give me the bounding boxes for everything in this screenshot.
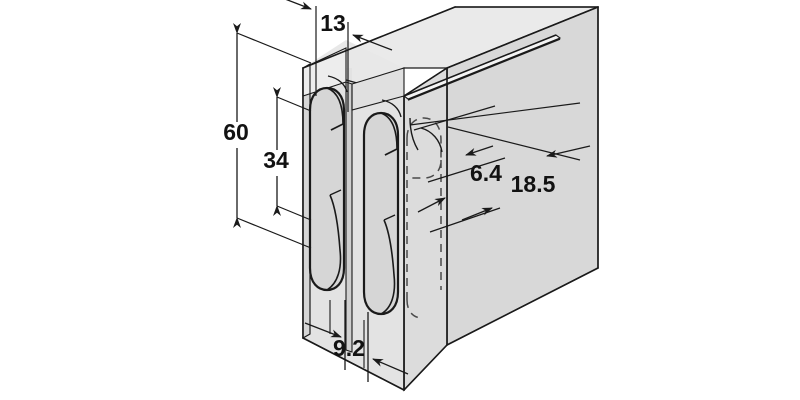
dim34-ext-bottom [276, 205, 312, 221]
dim64-arrow-upper [465, 145, 494, 156]
edge-right-bottom-recede [446, 267, 599, 346]
dimension-60: 60 [223, 23, 312, 249]
dim64-arrow-lower [417, 197, 446, 213]
slot-left-outline [308, 86, 346, 292]
dim60-ext-bottom [236, 217, 312, 249]
dim92-arrow-right [372, 358, 409, 375]
top-recess-lines [403, 34, 561, 101]
slot-right-inner-curve-top [380, 112, 398, 156]
slot-left-inner-curve-bottom [326, 194, 342, 291]
recess-line-lower [407, 38, 561, 101]
dim60-label: 60 [223, 119, 249, 145]
slot-hidden-dashed [406, 117, 442, 319]
dim185-leader-upper [447, 126, 581, 161]
slot-left-inner-curve-top [326, 87, 344, 131]
dimension-92: 9.2 [304, 300, 409, 382]
construction-lines [309, 64, 405, 390]
dim185-label: 18.5 [511, 171, 556, 197]
dim92-label: 9.2 [333, 335, 365, 361]
dimension-64: 6.4 [413, 105, 506, 213]
edge-block-front-top [446, 6, 599, 69]
dim13-arrow-right [352, 34, 393, 51]
dim34-label: 34 [263, 147, 289, 173]
slot-right-outline [362, 111, 400, 316]
edge-panel-front-bottom [403, 344, 448, 391]
dim64-ext-upper [413, 105, 496, 131]
slot-right-inner-line-top [384, 148, 398, 156]
dim185-arrow-lower [461, 207, 493, 221]
dimension-34: 34 [263, 87, 312, 221]
dim185-arrow-upper [546, 145, 591, 158]
block-body [302, 6, 599, 392]
dim13-label: 13 [320, 10, 346, 36]
arc-hidden-top [420, 127, 443, 153]
edge-plate-bottom [302, 337, 405, 391]
edge-panel-front-top [403, 67, 448, 97]
slot-front-left [308, 86, 346, 292]
dim64-ext-lower [427, 157, 506, 183]
slot-right-inner-line-bottom [383, 214, 396, 221]
dim34-ext-top [276, 96, 312, 112]
dim64-label: 6.4 [470, 160, 502, 186]
arc-hidden-edge [409, 117, 419, 151]
dim185-ext-upper [409, 102, 581, 126]
plate-seam [345, 81, 353, 353]
dim92-arrow-left [304, 322, 342, 338]
edge-plate-top-recede [302, 6, 456, 69]
slot-front-right [362, 111, 400, 316]
slot-left-inner-line-bottom [329, 189, 342, 196]
arc-right-panel-top [381, 99, 402, 118]
slot-left-inner-line-top [330, 123, 344, 131]
slot-right-inner-curve-bottom [380, 219, 396, 315]
hidden-slot-outline [406, 117, 442, 179]
recess-line-upper [403, 34, 557, 97]
hidden-slot-bottom [406, 299, 423, 319]
dim60-ext-top [236, 32, 312, 64]
dim13-arrow-left [285, 0, 312, 10]
dimension-13: 13 [285, 0, 393, 112]
dimension-185: 18.5 [409, 102, 591, 233]
